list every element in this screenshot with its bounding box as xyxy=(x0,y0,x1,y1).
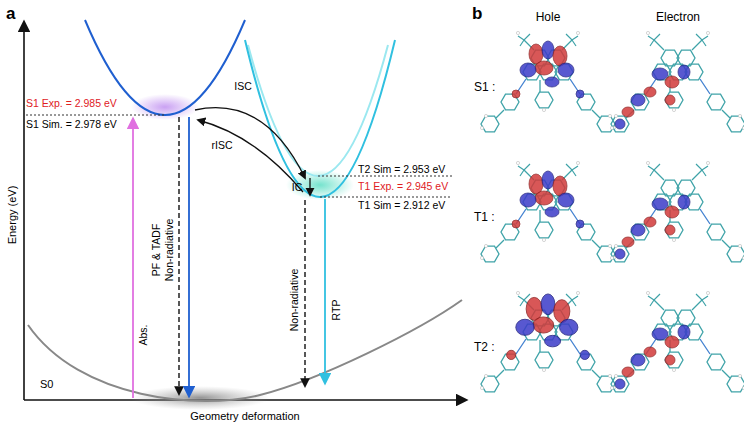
axes xyxy=(24,22,466,400)
transition-label: ISC xyxy=(234,80,252,92)
transition-label: Non-radiative xyxy=(163,219,175,281)
level-label: T2 Sim = 2.953 eV xyxy=(358,163,445,175)
panel-letter: b xyxy=(472,4,482,24)
row-label: T1 : xyxy=(474,211,495,225)
transition-label: rISC xyxy=(212,139,233,151)
level-label: S1 Sim. = 2.978 eV xyxy=(26,118,117,130)
column-header: Hole xyxy=(536,11,561,25)
level-label: S1 Exp. = 2.985 eV xyxy=(26,97,117,109)
row-label: S1 : xyxy=(474,81,495,95)
transition-label: RTP xyxy=(330,300,342,321)
transition-label: Abs. xyxy=(137,324,149,345)
orbital-illustrations xyxy=(480,31,744,391)
level-label: T1 Exp. = 2.945 eV xyxy=(358,180,448,192)
level-lines xyxy=(26,115,452,197)
transition-label: PF & TADF xyxy=(150,224,162,277)
panel-letter: a xyxy=(6,4,15,24)
level-label: T1 Sim = 2.912 eV xyxy=(358,199,445,211)
axis-label: Geometry deformation xyxy=(190,410,299,423)
column-header: Electron xyxy=(656,11,700,25)
transition-label: IC xyxy=(292,181,303,193)
row-label: T2 : xyxy=(474,341,495,355)
potential-wells xyxy=(28,20,462,410)
transition-label: Non-radiative xyxy=(288,269,300,331)
transition-arrows xyxy=(133,108,325,398)
axis-label: Energy (eV) xyxy=(6,186,19,245)
state-label: S0 xyxy=(40,378,53,391)
